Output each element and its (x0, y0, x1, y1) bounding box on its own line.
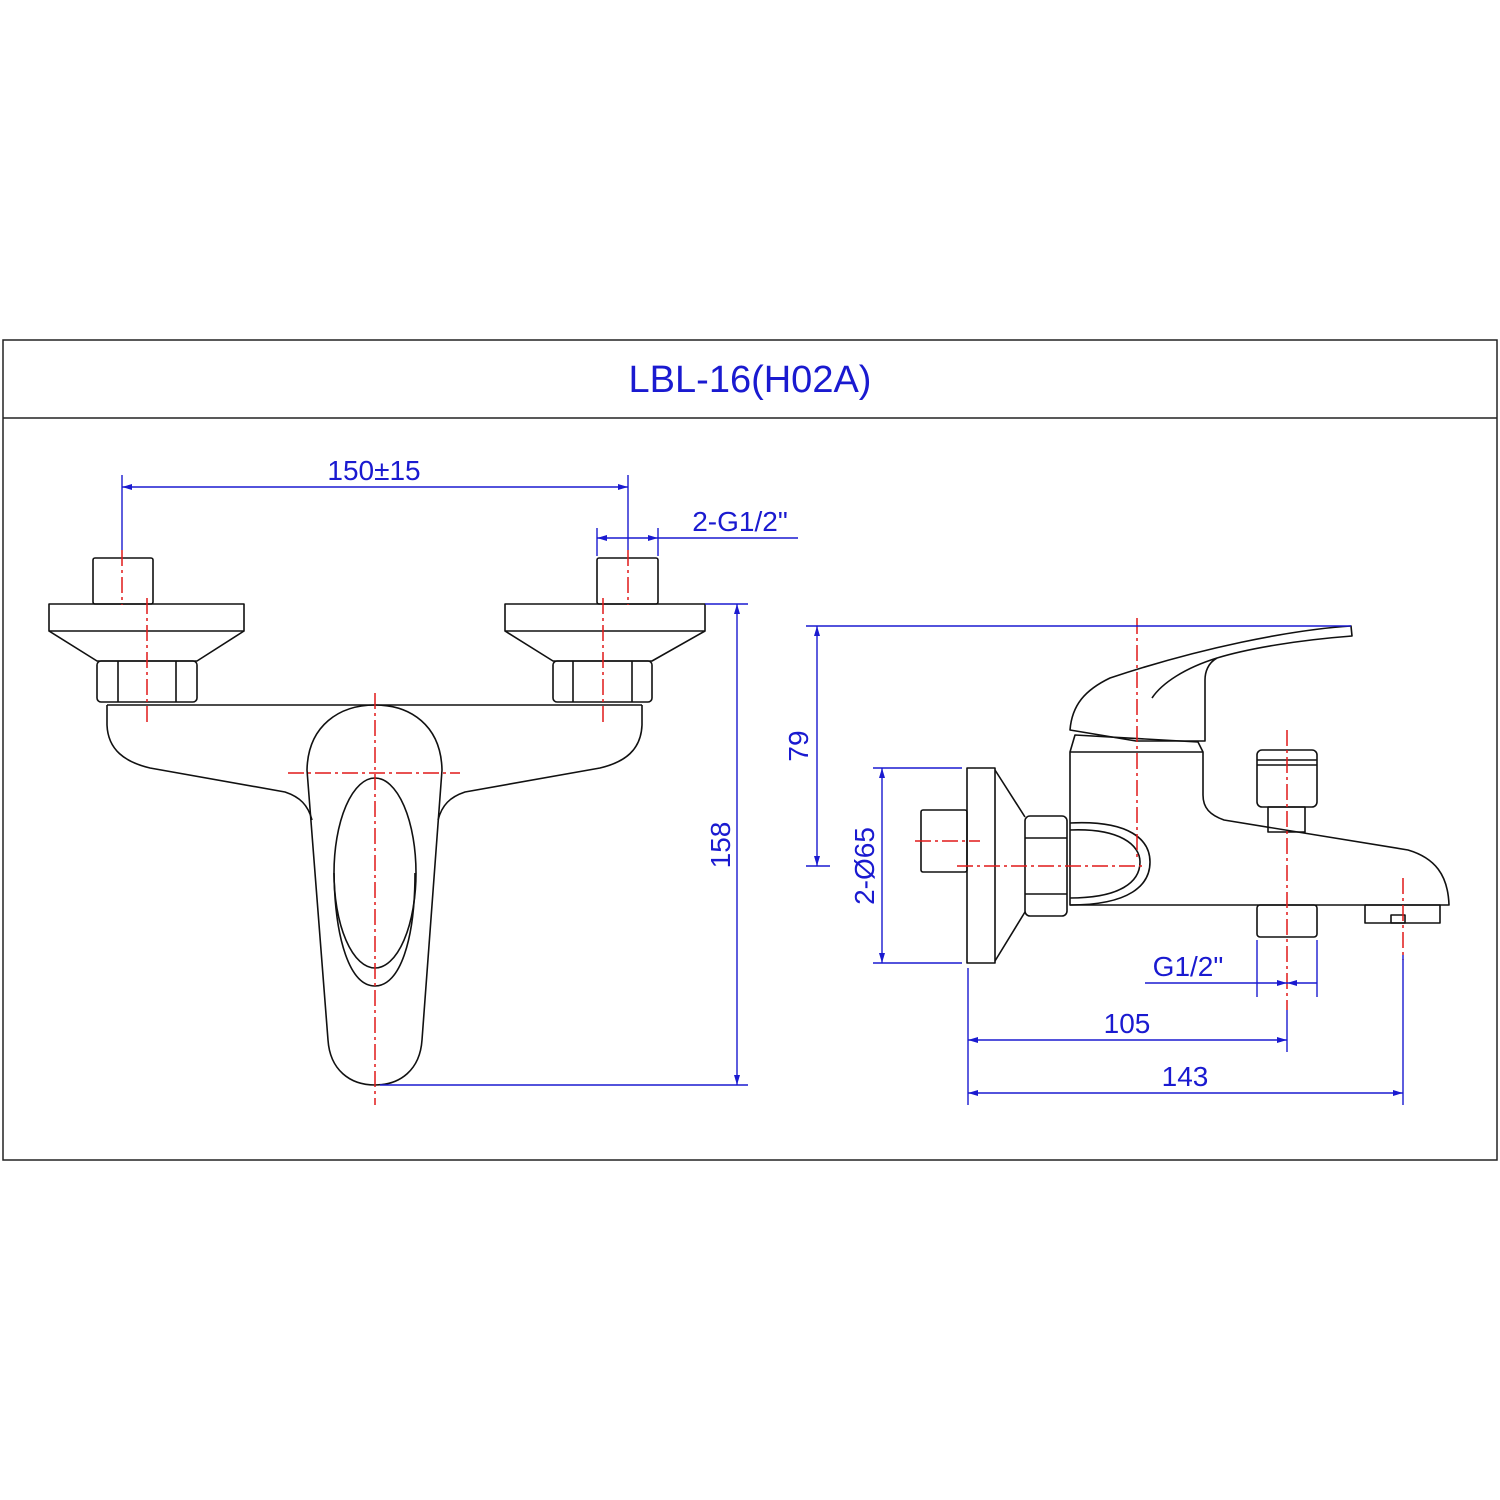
dimension-spout-projection (968, 955, 1404, 1105)
dimension-label-height: 158 (705, 822, 736, 869)
dimension-handle-height (806, 625, 1351, 867)
drawing-title: LBL-16(H02A) (629, 359, 872, 401)
dimension-label-spout-projection: 143 (1162, 1061, 1209, 1092)
dimension-label-outlet-projection: 105 (1104, 1008, 1151, 1039)
dimension-inlet-spacing (121, 475, 629, 550)
side-body (1069, 751, 1450, 906)
dimension-label-handle-height: 79 (783, 730, 814, 761)
dimension-outlet-thread (1145, 940, 1318, 997)
dimension-inlet-thread (596, 528, 798, 556)
dimension-label-outlet-thread: G1/2" (1153, 951, 1224, 982)
side-lever-handle (1069, 625, 1353, 742)
dimension-flange-diameter (873, 767, 962, 964)
dimension-label-inlet-spacing: 150±15 (327, 455, 420, 486)
front-view (48, 550, 706, 1105)
right-inlet-connector (504, 557, 706, 703)
dimension-label-inlet-thread: 2-G1/2" (692, 506, 788, 537)
dimension-label-flange-diameter: 2-Ø65 (849, 827, 880, 905)
drawing-frame (2, 339, 1498, 1161)
elbow (1069, 821, 1151, 906)
dimension-outlet-projection (967, 968, 1288, 1105)
dimension-height (380, 603, 748, 1086)
